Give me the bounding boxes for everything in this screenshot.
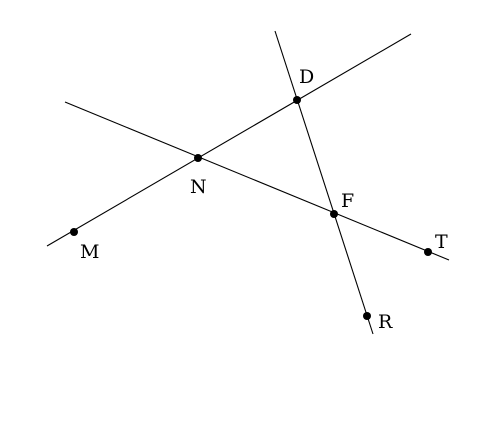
label-D: D: [299, 66, 314, 88]
label-R: R: [378, 311, 393, 333]
label-M: M: [80, 241, 99, 263]
line-DR: [274, 30, 374, 335]
label-N: N: [190, 176, 207, 198]
label-F: F: [341, 190, 354, 212]
line-NT: [64, 101, 450, 261]
point-T: [424, 248, 432, 256]
point-R: [363, 312, 371, 320]
point-D: [293, 96, 301, 104]
point-N: [194, 154, 202, 162]
point-F: [330, 210, 338, 218]
label-T: T: [435, 231, 448, 253]
line-MD: [46, 33, 412, 247]
point-M: [70, 228, 78, 236]
